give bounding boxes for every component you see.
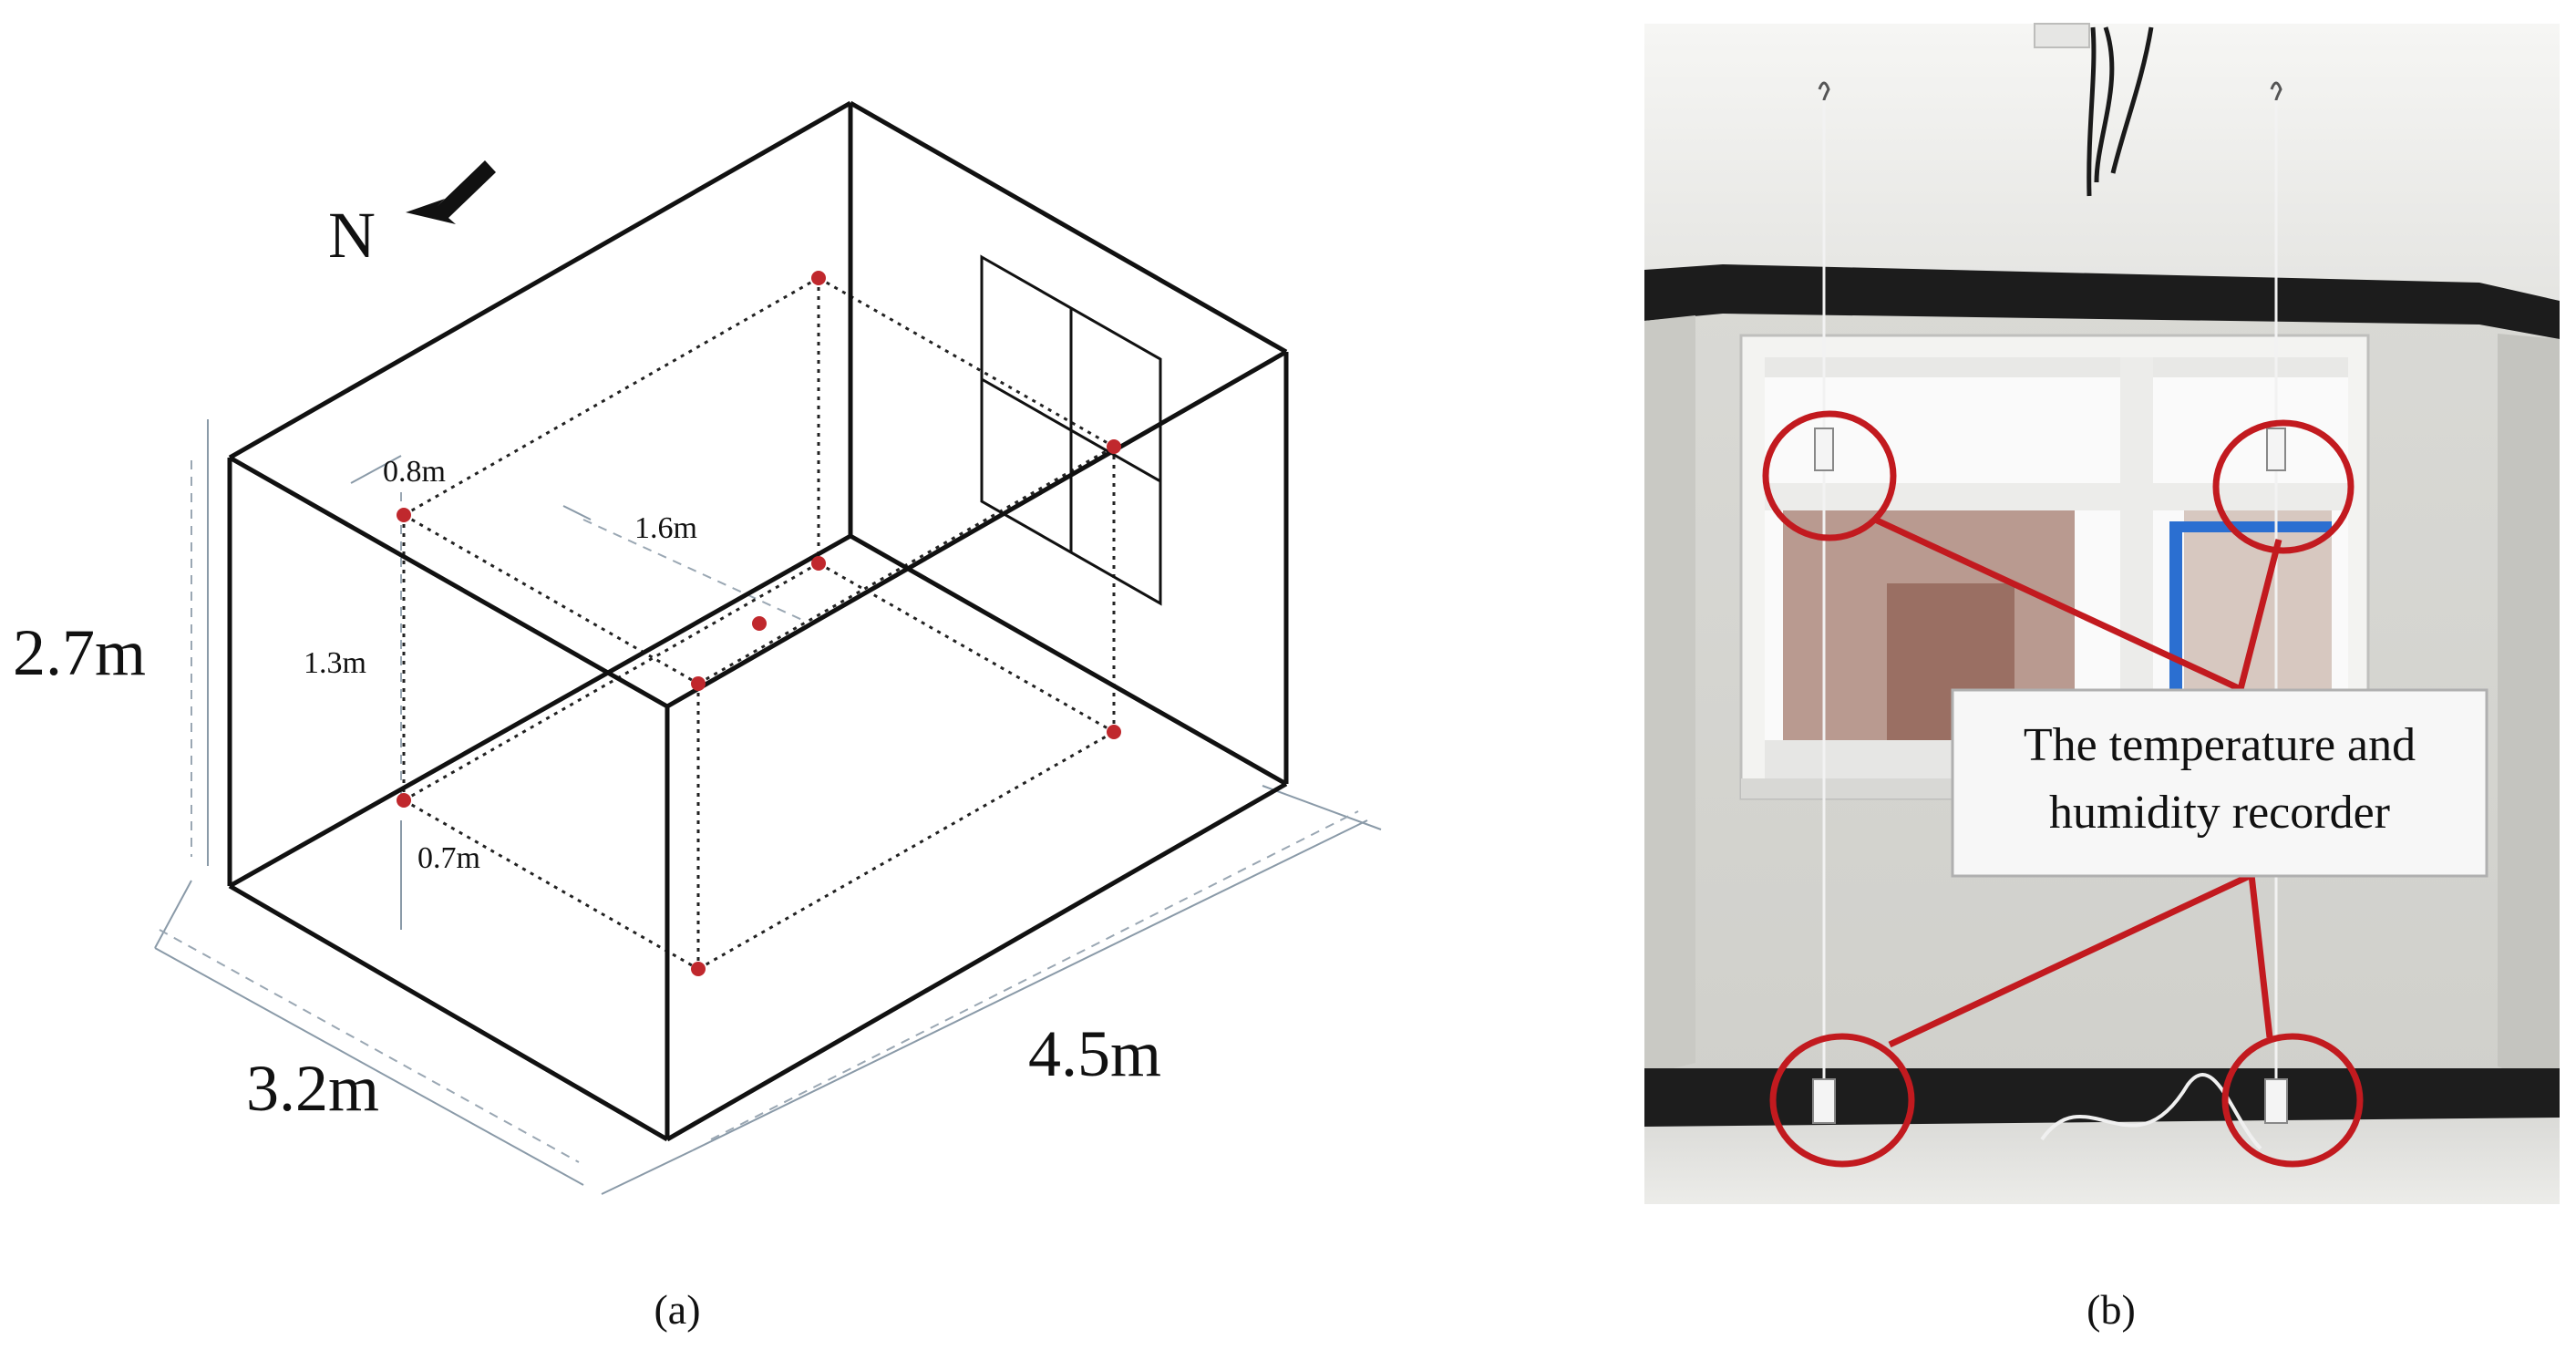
sensor-point bbox=[752, 616, 767, 631]
caption-a: (a) bbox=[654, 1286, 700, 1333]
recorder-device bbox=[1814, 428, 1834, 471]
length-label: 4.5m bbox=[1028, 1017, 1161, 1090]
hanging-strings bbox=[1822, 100, 2278, 1107]
north-arrow-icon bbox=[406, 160, 496, 224]
sensor-point bbox=[397, 508, 411, 522]
floor bbox=[1644, 1110, 2560, 1204]
height-label: 2.7m bbox=[13, 616, 146, 689]
compass-label: N bbox=[328, 199, 376, 272]
dimension-dashes bbox=[159, 460, 1359, 1163]
sensor-point bbox=[397, 793, 411, 808]
recorder-devices bbox=[1812, 428, 2288, 1124]
offset-inner-label: 1.6m bbox=[634, 511, 697, 545]
offset-top-label: 0.8m bbox=[383, 455, 446, 489]
ceiling-fixture bbox=[2034, 23, 2090, 48]
marker-circle bbox=[2212, 419, 2354, 554]
dimension-lines bbox=[154, 419, 1382, 1195]
offset-bottom-label: 0.7m bbox=[417, 841, 480, 875]
recorder-device bbox=[2266, 428, 2286, 471]
ceiling-hooks bbox=[1818, 81, 2282, 101]
recorder-device bbox=[2264, 1078, 2288, 1124]
recorder-device bbox=[1812, 1078, 1836, 1124]
marker-circle bbox=[1762, 410, 1897, 541]
sensor-point bbox=[1107, 439, 1121, 454]
sensor-point bbox=[1107, 725, 1121, 739]
marker-circle bbox=[1769, 1033, 1915, 1168]
left-side-wall bbox=[1644, 315, 1695, 1076]
room-wireframe bbox=[227, 100, 1289, 1142]
panel-a-room-diagram: N 2.7m 3.2m 4.5m 0.8m 1.6m 1.3m 0.7m (a) bbox=[13, 100, 1382, 1333]
ceiling-cables bbox=[2087, 26, 2154, 197]
callout-line-1: The temperature and bbox=[2024, 719, 2416, 771]
callout-line-2: humidity recorder bbox=[2049, 787, 2390, 839]
floor-cable bbox=[2040, 1073, 2262, 1150]
top-beam bbox=[1644, 264, 2560, 339]
sensor-point bbox=[691, 962, 706, 976]
sensor-point bbox=[691, 676, 706, 691]
right-side-wall bbox=[2498, 334, 2560, 1089]
panel-b-photo: The temperature and humidity recorder (b… bbox=[1644, 23, 2560, 1333]
ceiling bbox=[1644, 24, 2560, 325]
window-diagram bbox=[980, 254, 1162, 606]
sensor-height-label: 1.3m bbox=[304, 646, 366, 680]
sensor-point bbox=[811, 556, 826, 571]
caption-b: (b) bbox=[2087, 1286, 2136, 1333]
sensor-points bbox=[397, 271, 1121, 976]
bottom-beam bbox=[1644, 1068, 2560, 1127]
width-label: 3.2m bbox=[246, 1052, 379, 1125]
marker-circle bbox=[2221, 1033, 2364, 1168]
sensor-point bbox=[811, 271, 826, 285]
callout-box bbox=[1951, 688, 2488, 878]
